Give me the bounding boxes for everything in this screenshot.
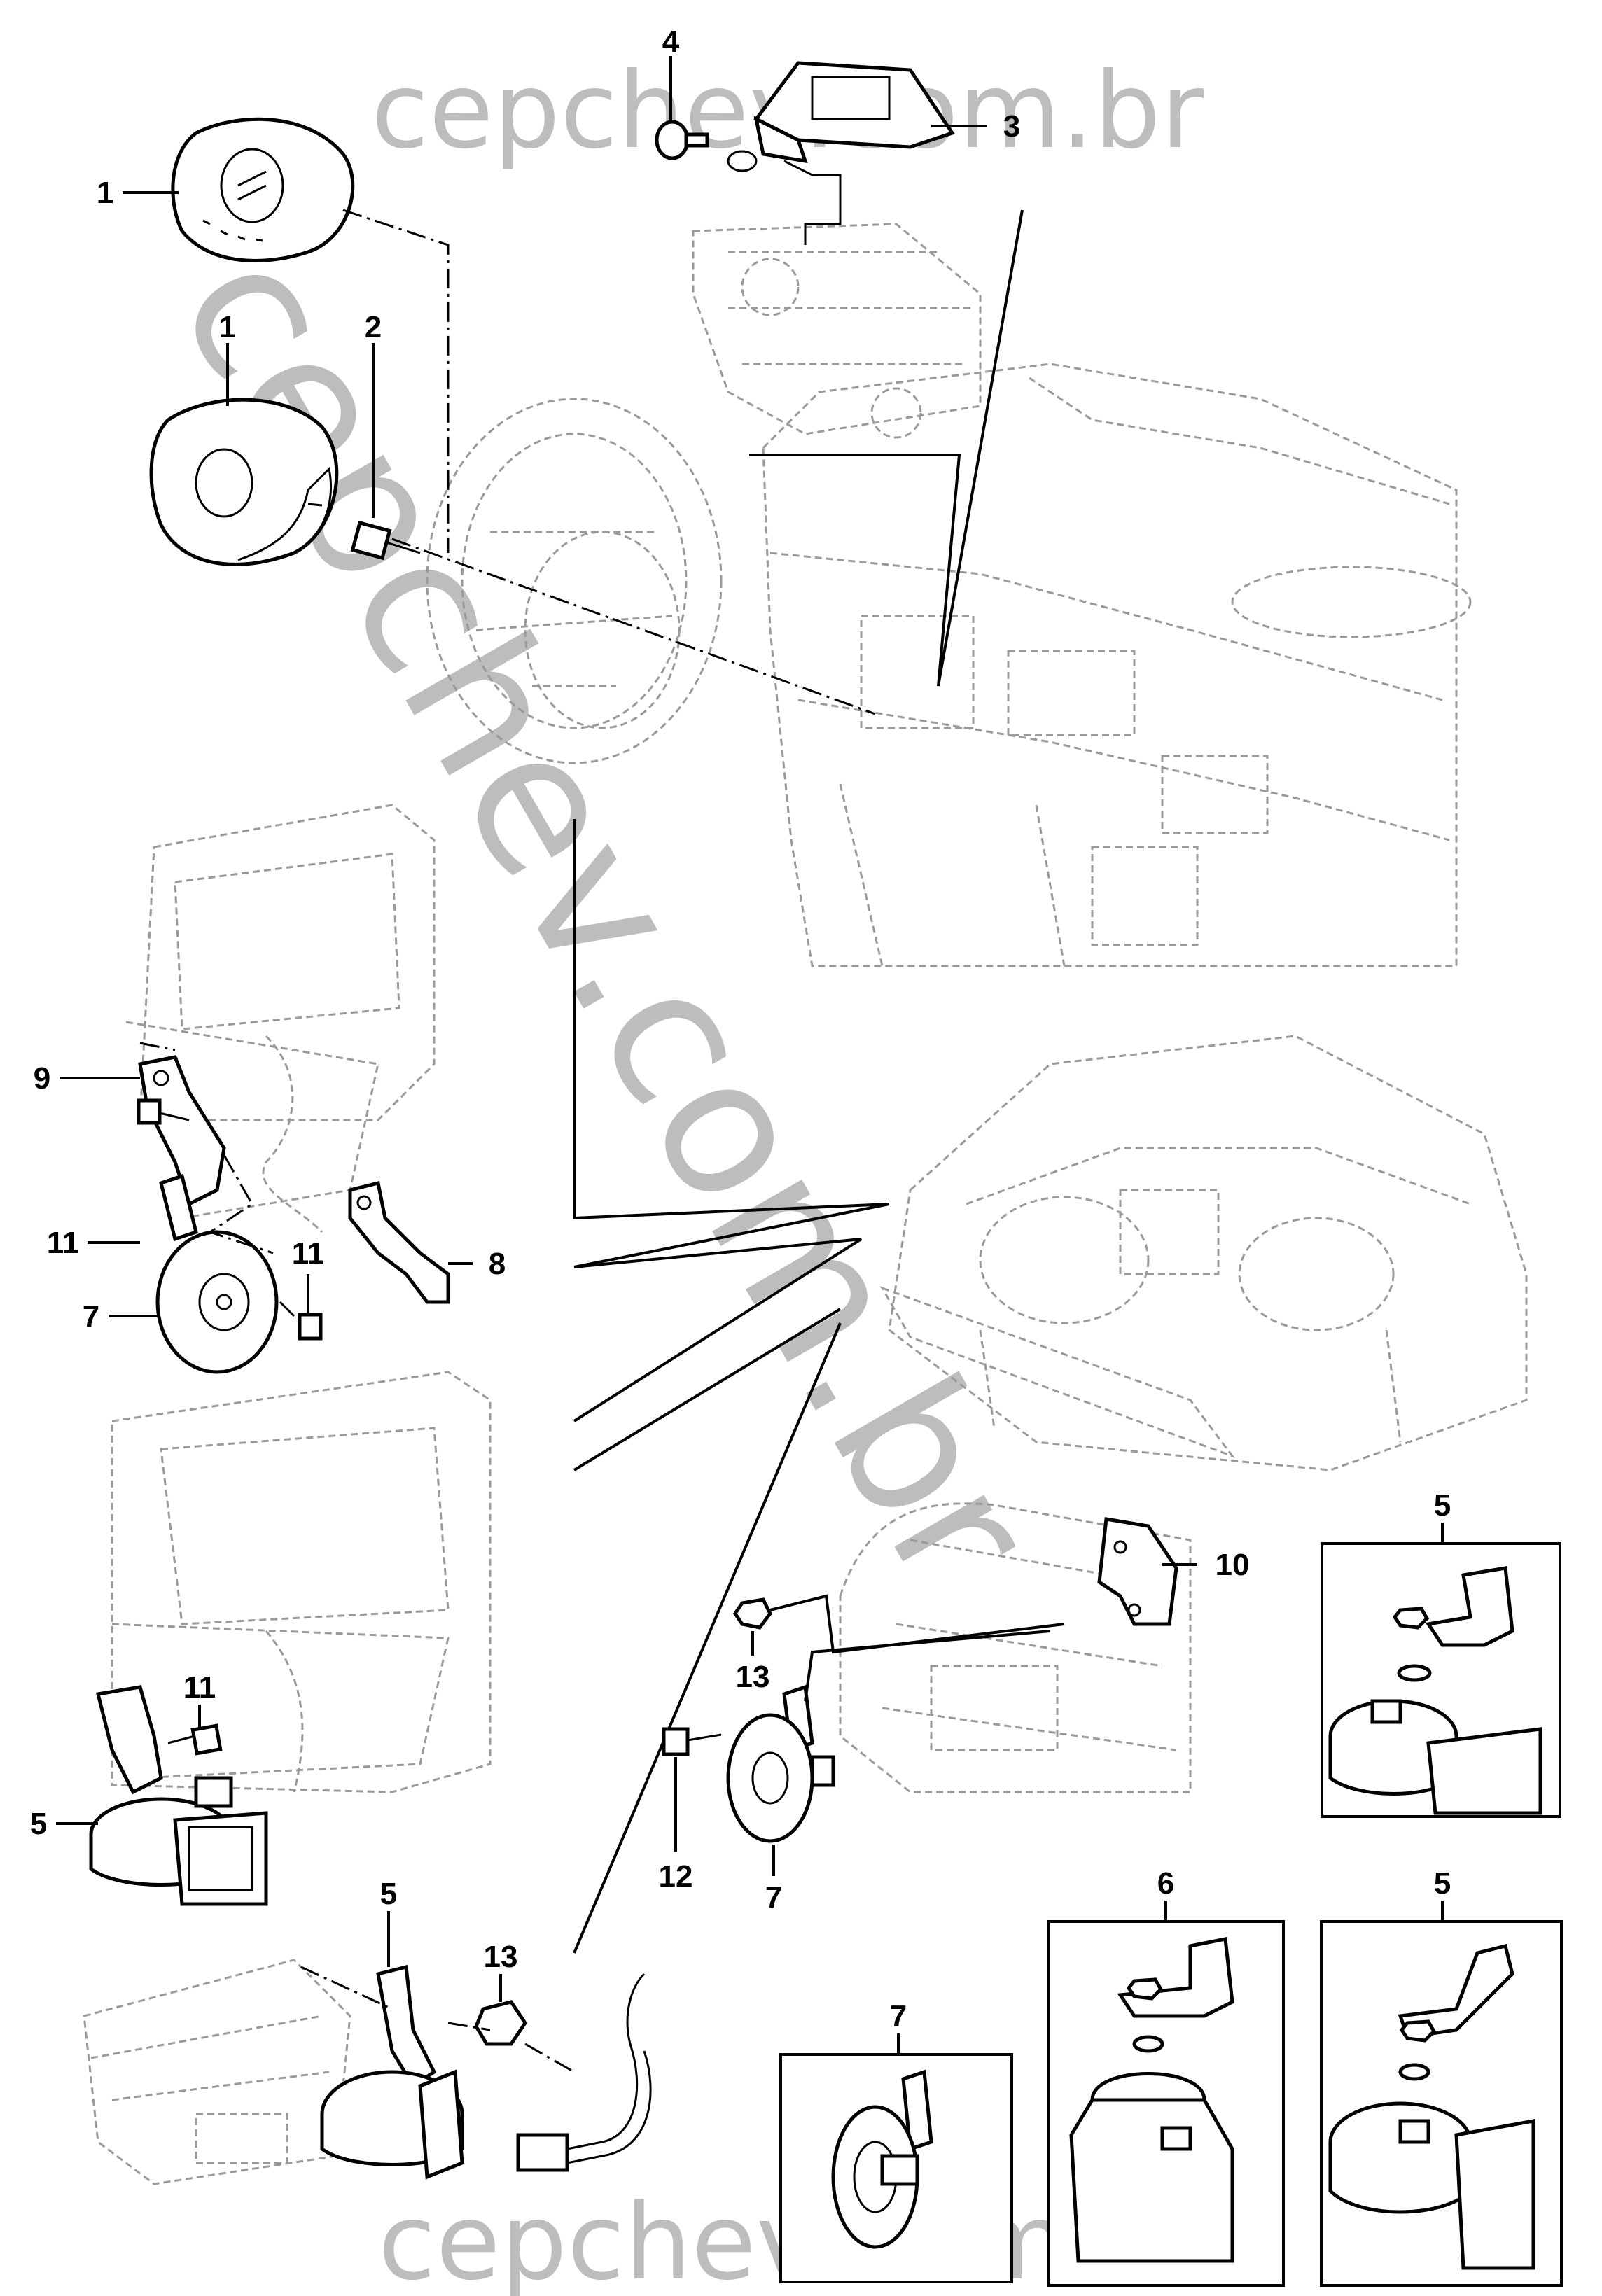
- clock-spring-leader: [749, 209, 1024, 687]
- assembly-axis: [391, 538, 876, 715]
- horn-bolt-5: [167, 1723, 223, 1756]
- horn-bracket-9: [138, 1055, 226, 1207]
- radiator-support-ghost: [839, 1502, 1192, 1793]
- airbag-axis: [342, 209, 450, 553]
- horn-nut-bottom: [474, 2000, 528, 2046]
- airbag-cover-top: [171, 117, 355, 262]
- callout-5-bottom: 5: [380, 1877, 397, 1911]
- callout-3: 3: [1003, 109, 1020, 144]
- steering-column-ghost: [692, 223, 982, 439]
- steering-wheel-ghost: [426, 398, 723, 764]
- callout-2: 2: [365, 310, 382, 344]
- callout-leaders: [56, 56, 1444, 2054]
- callout-4: 4: [662, 24, 680, 59]
- callout-1-module: 1: [219, 310, 236, 344]
- callout-1-top: 1: [97, 176, 113, 210]
- detail-box-horn-5-upper: [1321, 1542, 1561, 1818]
- horn-axis-upper: [139, 1042, 274, 1254]
- callout-5-box-lower: 5: [1434, 1866, 1451, 1900]
- callout-11-right: 11: [292, 1236, 325, 1270]
- disc-horn-upper: [155, 1173, 279, 1374]
- horn-bolt-upper: [137, 1098, 190, 1125]
- horn-bracket-10: [1097, 1517, 1178, 1626]
- callout-9: 9: [34, 1061, 50, 1096]
- dashboard-ghost: [762, 363, 1472, 967]
- clock-spring-screw: [655, 120, 709, 160]
- horn-bolt-lower: [279, 1301, 323, 1340]
- detail-box-horn-5-lower: [1320, 1920, 1563, 2287]
- callout-5-lower-left: 5: [30, 1807, 47, 1841]
- horn-bracket-8: [348, 1180, 450, 1304]
- airbag-bolt: [350, 520, 421, 561]
- clock-spring: [727, 61, 955, 245]
- callout-7-upper: 7: [83, 1299, 99, 1334]
- airbag-module: [149, 398, 339, 566]
- callout-13-bottom: 13: [484, 1940, 518, 1974]
- callout-7-middle: 7: [765, 1880, 782, 1914]
- snail-horn-bottom: [320, 1964, 464, 2180]
- front-end-ghost: [879, 1035, 1528, 1471]
- callout-5-box-upper: 5: [1434, 1488, 1451, 1522]
- callout-12: 12: [659, 1859, 693, 1893]
- horn-bolt-12: [662, 1727, 722, 1756]
- callout-6-box: 6: [1157, 1866, 1174, 1900]
- horn-leader-middle: [804, 1630, 1051, 1702]
- callout-11-lower: 11: [183, 1670, 216, 1704]
- detail-box-horn-7: [779, 2053, 1013, 2283]
- bumper-ghost-bottom: [83, 1959, 351, 2185]
- disc-horn-middle: [726, 1684, 835, 1843]
- callout-8: 8: [489, 1247, 506, 1281]
- callout-11-upper: 11: [47, 1226, 80, 1260]
- horn-axis-bottom: [300, 1966, 575, 2073]
- bumper-frame-ghost-lower: [111, 1371, 492, 1793]
- nut-leader-upper: [769, 1594, 1065, 1654]
- leader-lines: [573, 819, 890, 1954]
- detail-box-horn-6: [1047, 1920, 1285, 2287]
- horn-nut-upper: [732, 1597, 772, 1630]
- horn-connector: [516, 1973, 652, 2172]
- callout-10: 10: [1216, 1548, 1250, 1582]
- callout-13-middle: 13: [736, 1660, 770, 1694]
- bumper-frame-ghost-upper: [125, 804, 436, 1233]
- snail-horn-lower: [89, 1685, 268, 1906]
- callout-7-box: 7: [890, 1999, 907, 2033]
